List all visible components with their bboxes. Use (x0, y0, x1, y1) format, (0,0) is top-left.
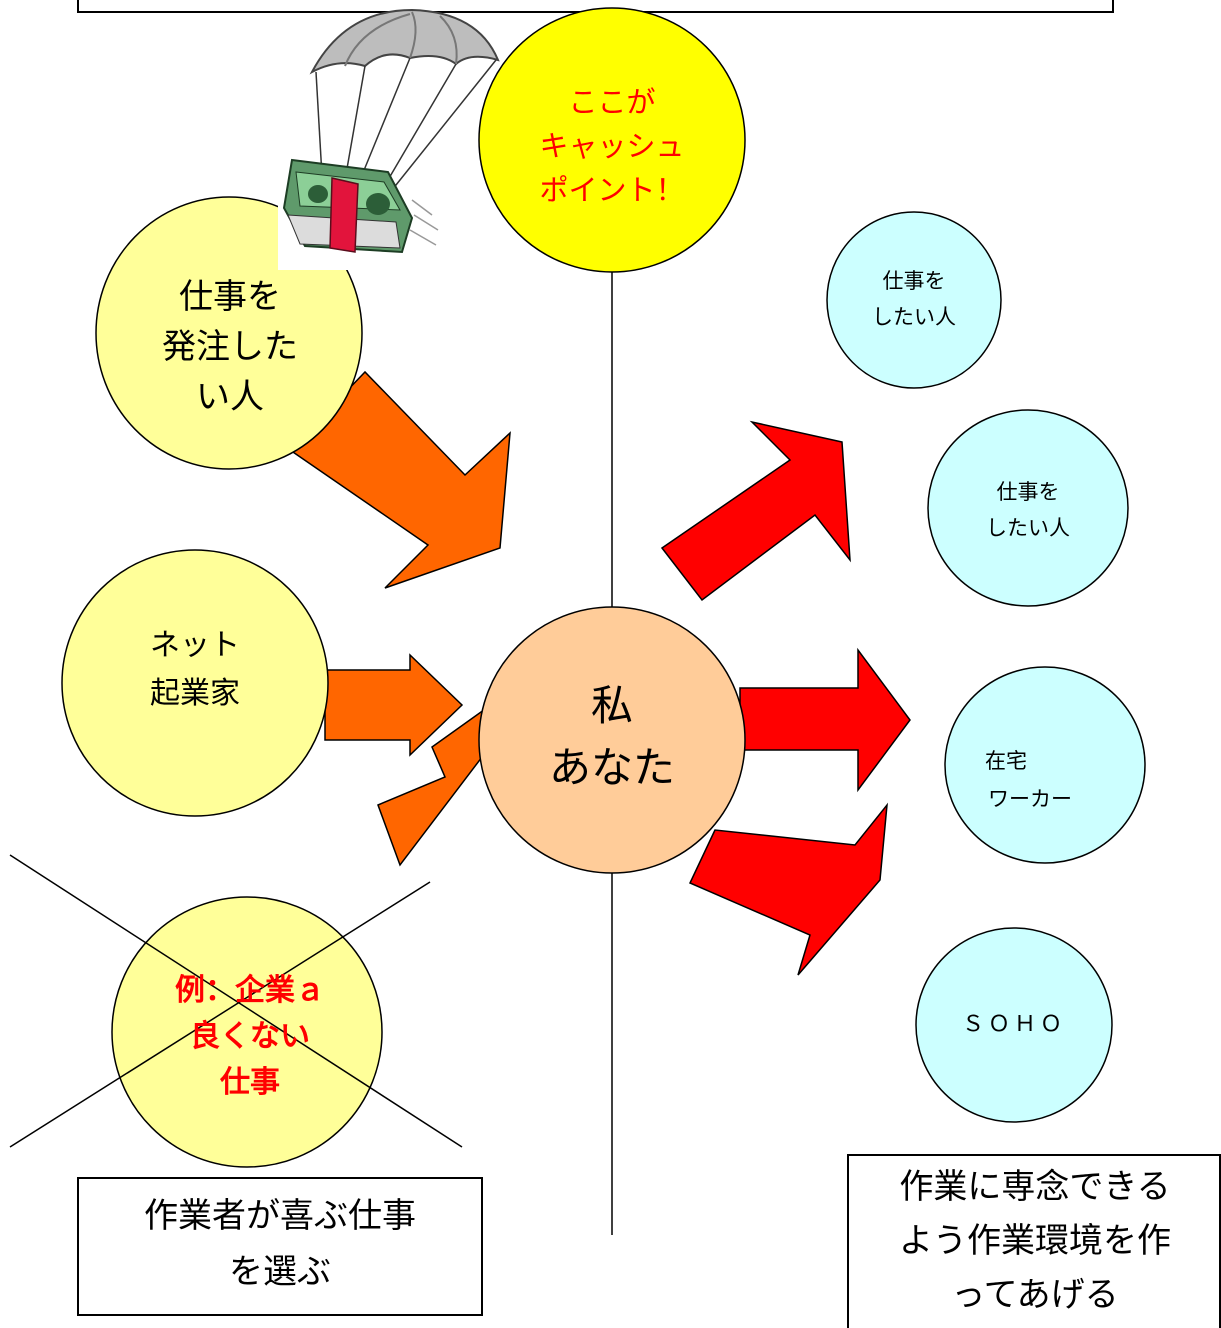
arrow-orderer (288, 370, 511, 589)
worker-circle-1 (826, 211, 1002, 389)
orderer-line-1: 仕事を (179, 277, 281, 317)
note-right-line-1: 作業に専念できる (899, 1167, 1171, 1207)
bad-example-label: 例：企業ａ 良くない 仕事 (130, 968, 370, 1106)
arrow-worker-top (660, 420, 851, 602)
worker-1-line-2: したい人 (872, 305, 956, 329)
arrow-home-worker (739, 647, 911, 793)
note-left-label: 作業者が喜ぶ仕事 を選ぶ (80, 1188, 480, 1300)
cash-point-line-3: ポイント！ (539, 173, 685, 207)
note-left-line-1: 作業者が喜ぶ仕事 (144, 1196, 416, 1236)
arrow-net-entrepreneur (324, 653, 464, 757)
bad-example-line-1: 例：企業ａ (175, 973, 325, 1008)
arrow-soho (688, 802, 888, 976)
home-worker-circle (944, 666, 1146, 864)
cash-point-line-1: ここが (568, 85, 656, 119)
center-line-2: あなた (548, 743, 675, 792)
worker-2-line-2: したい人 (986, 516, 1070, 540)
net-entrepreneur-line-2: 起業家 (150, 676, 240, 711)
note-right-line-3: ってあげる (951, 1275, 1119, 1315)
soho-circle (915, 927, 1113, 1123)
net-entrepreneur-line-1: ネット (150, 628, 240, 663)
soho-label: ＳＯＨＯ (934, 1010, 1094, 1040)
worker-1-line-1: 仕事を (882, 269, 946, 293)
cash-point-line-2: キャッシュ (539, 129, 685, 163)
note-left-line-2: を選ぶ (229, 1252, 331, 1292)
worker-2-label: 仕事を したい人 (948, 474, 1108, 546)
worker-1-label: 仕事を したい人 (834, 263, 994, 335)
center-circle (478, 606, 746, 874)
cross-line-2 (9, 881, 431, 1148)
soho-text: ＳＯＨＯ (961, 1012, 1066, 1037)
note-right-line-2: よう作業環境を作 (899, 1221, 1171, 1261)
cash-point-circle (478, 7, 746, 273)
center-label: 私 あなた (512, 675, 712, 799)
parachute-money-icon (278, 8, 500, 270)
cross-line-1 (9, 854, 463, 1148)
orderer-line-2: 発注した (162, 327, 298, 367)
orderer-label: 仕事を 発注した い人 (125, 272, 335, 422)
net-entrepreneur-circle (61, 549, 329, 817)
home-worker-line-1: 在宅 (985, 749, 1027, 773)
cash-point-label: ここが キャッシュ ポイント！ (492, 80, 732, 212)
bad-example-line-2: 良くない (190, 1019, 310, 1054)
note-box-left (77, 1177, 483, 1316)
center-line-1: 私 (590, 681, 633, 730)
note-box-right (847, 1154, 1221, 1328)
bad-example-line-3: 仕事 (220, 1065, 280, 1100)
worker-2-line-1: 仕事を (996, 480, 1060, 504)
home-worker-line-2: ワーカー (988, 787, 1072, 811)
home-worker-label: 在宅 ワーカー (970, 742, 1130, 818)
note-right-label: 作業に専念できる よう作業環境を作 ってあげる (850, 1160, 1220, 1322)
worker-circle-2 (927, 409, 1129, 607)
net-entrepreneur-label: ネット 起業家 (95, 622, 295, 718)
orderer-line-3: い人 (196, 377, 264, 417)
